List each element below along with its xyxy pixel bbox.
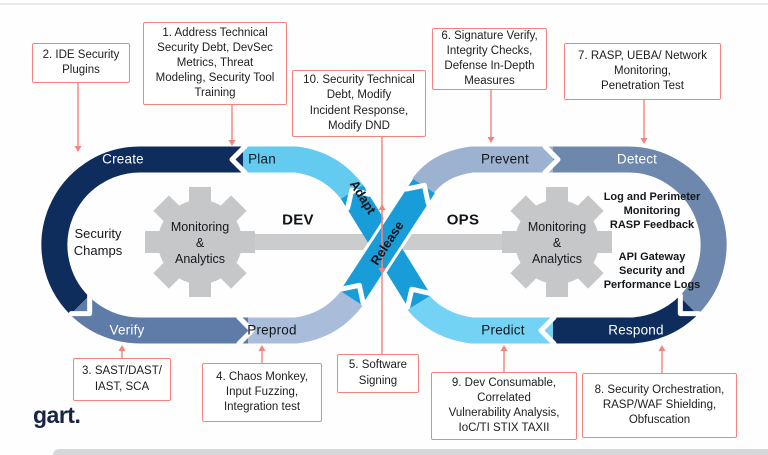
dev-gear-icon	[145, 187, 255, 297]
chevron-icon	[542, 144, 561, 175]
arrowhead-icon	[487, 137, 495, 143]
callout-box-3: 3. SAST/DAST/ IAST, SCA	[73, 358, 171, 401]
callout-box-7: 7. RASP, UEBA/ Network Monitoring, Penet…	[564, 43, 721, 100]
detect-segment	[553, 146, 727, 315]
ops-gear-label: Monitoring & Analytics	[527, 220, 587, 266]
chevron-icon	[338, 282, 366, 306]
chevron-icon	[229, 144, 248, 175]
chevron-icon	[677, 292, 702, 317]
callout-box-4: 4. Chaos Monkey, Input Fuzzing, Integrat…	[202, 363, 322, 422]
predict-segment	[406, 292, 553, 344]
create-segment	[41, 146, 243, 315]
arrowhead-icon	[640, 138, 648, 144]
verify-segment	[70, 295, 248, 344]
ops-gear-icon	[502, 187, 612, 297]
segment-label-predict: Predict	[481, 322, 525, 338]
respond-segment	[553, 295, 698, 344]
chevron-icon	[345, 187, 373, 211]
preprod-segment	[248, 286, 366, 344]
arrowhead-icon	[258, 345, 266, 351]
segment-label-plan: Plan	[248, 151, 276, 167]
dev-label: DEV	[282, 211, 314, 229]
release-segment	[340, 178, 435, 306]
dev-gear-label: Monitoring & Analytics	[170, 220, 230, 266]
arrowhead-icon	[658, 345, 666, 351]
arrowhead-icon	[118, 345, 126, 351]
section-divider	[53, 449, 768, 455]
segment-label-create: Create	[102, 151, 144, 167]
ops-label: OPS	[446, 211, 480, 229]
callout-connectors	[77, 83, 663, 373]
chevron-icon	[538, 315, 557, 346]
segment-label-respond: Respond	[608, 322, 664, 338]
log-perimeter-text: Log and Perimeter Monitoring RASP Feedba…	[603, 191, 701, 231]
chevron-icon	[403, 182, 431, 206]
callout-box-8: 8. Security Orchestration, RASP/WAF Shie…	[582, 373, 737, 438]
callout-box-5: 5. Software Signing	[337, 354, 419, 393]
arrowhead-icon	[228, 140, 236, 146]
callout-box-9: 9. Dev Consumable, Correlated Vulnerabil…	[431, 372, 577, 440]
connector-arrowheads	[74, 137, 666, 351]
chevron-icon	[405, 286, 433, 310]
callout-box-2: 2. IDE Security Plugins	[32, 43, 130, 83]
arrowhead-icon	[378, 204, 386, 210]
api-gateway-text: API Gateway Security and Performance Log…	[603, 251, 701, 291]
segment-label-prevent: Prevent	[481, 151, 529, 167]
callout-box-10: 10. Security Technical Debt, Modify Inci…	[292, 70, 426, 137]
segment-label-detect: Detect	[616, 151, 658, 167]
top-border-line	[0, 3, 768, 5]
arrowhead-icon	[378, 268, 386, 274]
flow-chevrons	[68, 144, 702, 346]
chevron-icon	[68, 292, 93, 317]
chevron-icon	[236, 315, 255, 346]
segment-label-preprod: Preprod	[247, 322, 297, 338]
arrowhead-icon	[74, 146, 82, 152]
callout-box-6: 6. Signature Verify, Integrity Checks, D…	[432, 28, 547, 90]
arrowhead-icon	[500, 345, 508, 351]
segment-label-verify: Verify	[109, 322, 145, 338]
gart-logo: gart.	[33, 402, 81, 428]
callout-box-1: 1. Address Technical Security Debt, DevS…	[143, 22, 287, 105]
security-champs-text: Security Champs	[73, 226, 123, 258]
loop-segments	[41, 146, 727, 344]
